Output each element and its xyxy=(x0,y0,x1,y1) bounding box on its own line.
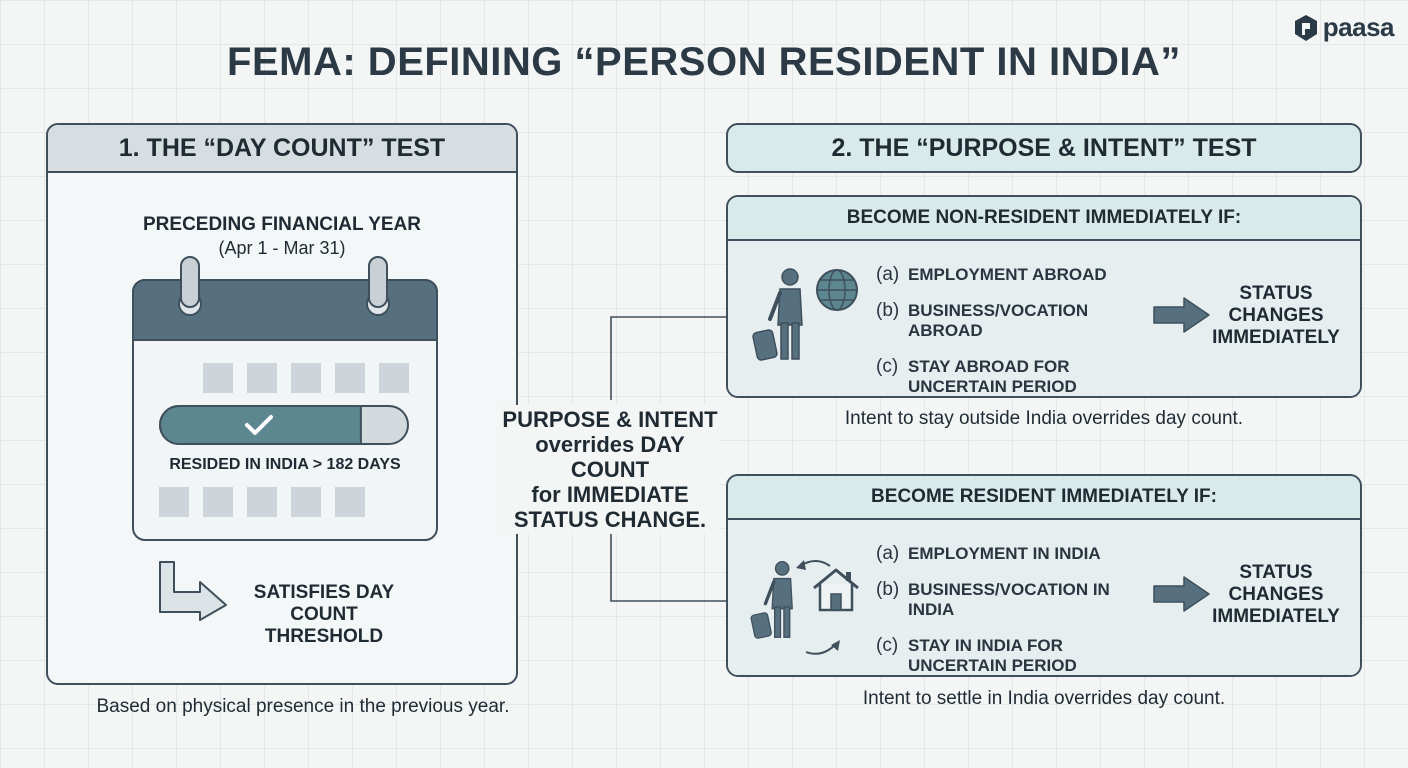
override-note-line-3: for IMMEDIATE xyxy=(531,482,689,507)
resident-panel: BECOME RESIDENT IMMEDIATELY IF: (a) EMPL… xyxy=(726,474,1362,677)
traveler-with-luggage-icon xyxy=(750,561,793,639)
non-resident-body: (a) EMPLOYMENT ABROAD (b) BUSINESS/VOCAT… xyxy=(728,241,1360,397)
brand-name: paasa xyxy=(1322,12,1395,42)
non-resident-item: (a) EMPLOYMENT ABROAD xyxy=(876,264,1107,285)
override-note-line-1: PURPOSE & INTENT xyxy=(502,407,718,432)
page-title: FEMA: DEFINING “PERSON RESIDENT IN INDIA… xyxy=(227,40,1181,84)
resident-status: STATUS CHANGES IMMEDIATELY xyxy=(1212,562,1340,627)
non-resident-item: (b) BUSINESS/VOCATION ABROAD xyxy=(876,300,1089,341)
non-resident-items: (a) EMPLOYMENT ABROAD (b) BUSINESS/VOCAT… xyxy=(876,265,1148,397)
non-resident-status: STATUS CHANGES IMMEDIATELY xyxy=(1212,283,1340,348)
resident-item: (c) STAY IN INDIA FOR UNCERTAIN PERIOD xyxy=(876,635,1077,676)
result-line-2: THRESHOLD xyxy=(264,626,384,647)
paasa-logo-icon xyxy=(1294,14,1317,41)
resident-item: (a) EMPLOYMENT IN INDIA xyxy=(876,543,1101,564)
non-resident-caption: Intent to stay outside India overrides d… xyxy=(844,408,1244,429)
intent-test-header: 2. THE “PURPOSE & INTENT” TEST xyxy=(726,123,1362,173)
period-title: PRECEDING FINANCIAL YEAR xyxy=(143,214,421,235)
override-note: PURPOSE & INTENT overrides DAY COUNT for… xyxy=(500,405,720,534)
traveler-with-luggage-icon xyxy=(752,268,803,361)
brand-logo: paasa xyxy=(1293,12,1395,43)
resident-caption: Intent to settle in India overrides day … xyxy=(862,688,1226,709)
elbow-arrow-icon xyxy=(159,561,227,621)
non-resident-header: BECOME NON-RESIDENT IMMEDIATELY IF: xyxy=(728,197,1360,241)
non-resident-item: (c) STAY ABROAD FOR UNCERTAIN PERIOD xyxy=(876,356,1077,397)
resident-body: (a) EMPLOYMENT IN INDIA (b) BUSINESS/VOC… xyxy=(728,520,1360,676)
override-note-line-2: overrides DAY COUNT xyxy=(535,432,685,482)
period-range: (Apr 1 - Mar 31) xyxy=(218,238,346,258)
house-icon xyxy=(813,568,859,612)
non-resident-panel: BECOME NON-RESIDENT IMMEDIATELY IF: (a) … xyxy=(726,195,1362,398)
day-count-caption: Based on physical presence in the previo… xyxy=(96,696,510,717)
resident-item: (b) BUSINESS/VOCATION IN INDIA xyxy=(876,579,1110,620)
connector-to-resident xyxy=(610,520,727,602)
right-arrow-icon xyxy=(1153,297,1210,333)
override-note-line-4: STATUS CHANGE. xyxy=(513,507,707,532)
resident-header: BECOME RESIDENT IMMEDIATELY IF: xyxy=(728,476,1360,520)
days-progress-bar xyxy=(159,405,409,445)
result-line-1: SATISFIES DAY COUNT xyxy=(253,582,395,625)
day-count-result: SATISFIES DAY COUNT THRESHOLD xyxy=(228,582,420,648)
calendar-icon xyxy=(132,256,438,541)
connector-to-non-resident xyxy=(610,316,727,400)
resided-label: RESIDED IN INDIA > 182 DAYS xyxy=(169,456,401,473)
check-icon xyxy=(245,415,273,435)
right-arrow-icon xyxy=(1153,576,1210,612)
day-count-header: 1. THE “DAY COUNT” TEST xyxy=(48,125,516,173)
resident-items: (a) EMPLOYMENT IN INDIA (b) BUSINESS/VOC… xyxy=(876,544,1148,676)
cycle-arrows-icon xyxy=(796,560,840,655)
globe-icon xyxy=(816,269,858,311)
